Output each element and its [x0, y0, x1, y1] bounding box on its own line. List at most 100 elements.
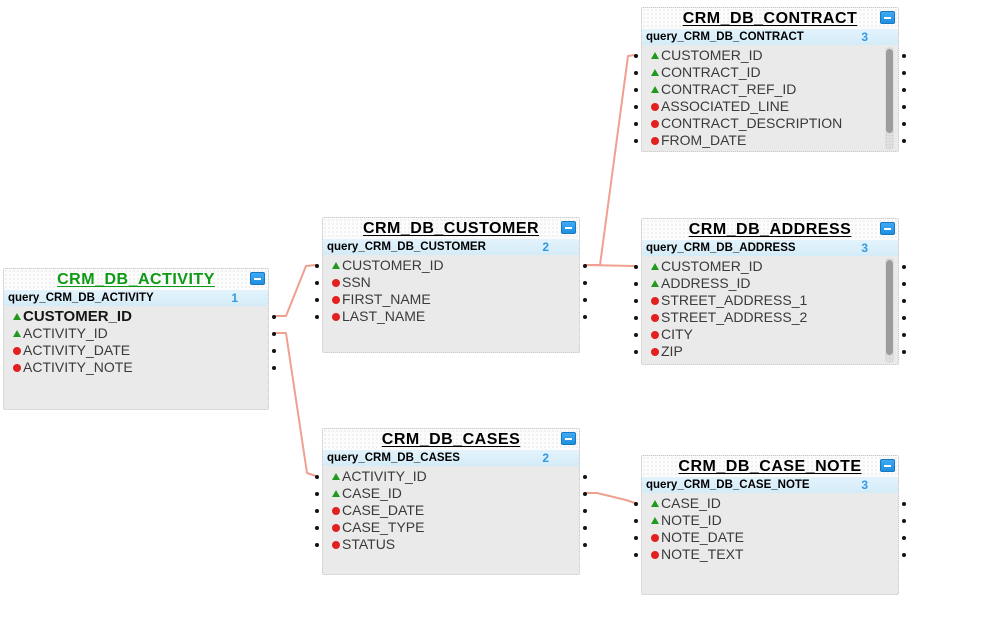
field-row[interactable]: STREET_ADDRESS_1	[634, 292, 906, 309]
connector-port-right[interactable]	[902, 121, 906, 126]
field-row[interactable]: CUSTOMER_ID	[634, 47, 906, 64]
connector-port-right[interactable]	[902, 264, 906, 269]
relationship-line[interactable]	[585, 264, 636, 267]
connector-port-left[interactable]	[315, 525, 319, 530]
connector-port-left[interactable]	[315, 297, 319, 302]
scrollbar[interactable]	[885, 47, 894, 150]
field-row[interactable]: CASE_DATE	[315, 502, 587, 519]
connector-port-left[interactable]	[315, 314, 319, 319]
connector-port-left[interactable]	[315, 263, 319, 268]
connector-port-left[interactable]	[634, 535, 638, 540]
collapse-button[interactable]	[561, 221, 576, 234]
connector-port-right[interactable]	[902, 281, 906, 286]
connector-port-right[interactable]	[583, 508, 587, 513]
connector-port-left[interactable]	[634, 138, 638, 143]
connector-port-right[interactable]	[902, 104, 906, 109]
scrollbar[interactable]	[885, 258, 894, 363]
field-row[interactable]: CASE_ID	[634, 495, 906, 512]
table-box-crm-db-contract[interactable]: CRM_DB_CONTRACT query_CRM_DB_CONTRACT 3 …	[634, 7, 906, 152]
connector-port-right[interactable]	[272, 314, 276, 319]
table-box-crm-db-activity[interactable]: CRM_DB_ACTIVITY query_CRM_DB_ACTIVITY 1 …	[3, 268, 276, 410]
field-row[interactable]: ACTIVITY_ID	[315, 468, 587, 485]
connector-port-right[interactable]	[902, 552, 906, 557]
table-box-crm-db-customer[interactable]: CRM_DB_CUSTOMER query_CRM_DB_CUSTOMER 2 …	[315, 217, 587, 353]
connector-port-right[interactable]	[902, 332, 906, 337]
connector-port-left[interactable]	[634, 264, 638, 269]
field-row[interactable]: STREET_ADDRESS_2	[634, 309, 906, 326]
table-box-crm-db-cases[interactable]: CRM_DB_CASES query_CRM_DB_CASES 2 ACTIVI…	[315, 428, 587, 575]
connector-port-left[interactable]	[634, 315, 638, 320]
relationship-line[interactable]	[274, 332, 317, 477]
field-row[interactable]: NOTE_ID	[634, 512, 906, 529]
field-row[interactable]: STATUS	[315, 536, 587, 553]
field-row[interactable]: SSN	[315, 274, 587, 291]
scrollbar-thumb[interactable]	[886, 49, 893, 133]
collapse-button[interactable]	[880, 11, 895, 24]
field-row[interactable]: CUSTOMER_ID	[4, 308, 276, 325]
scrollbar-thumb[interactable]	[886, 260, 893, 355]
connector-port-left[interactable]	[634, 121, 638, 126]
connector-port-left[interactable]	[315, 508, 319, 513]
field-row[interactable]: CONTRACT_REF_ID	[634, 81, 906, 98]
field-row[interactable]: CUSTOMER_ID	[315, 257, 587, 274]
field-row[interactable]: NOTE_DATE	[634, 529, 906, 546]
field-row[interactable]: ACTIVITY_ID	[4, 325, 276, 342]
connector-port-left[interactable]	[315, 542, 319, 547]
collapse-button[interactable]	[561, 432, 576, 445]
field-row[interactable]: CONTRACT_ID	[634, 64, 906, 81]
field-row[interactable]: CUSTOMER_ID	[634, 258, 906, 275]
field-row[interactable]: ADDRESS_ID	[634, 275, 906, 292]
connector-port-left[interactable]	[634, 104, 638, 109]
connector-port-right[interactable]	[583, 525, 587, 530]
connector-port-right[interactable]	[902, 315, 906, 320]
connector-port-right[interactable]	[583, 280, 587, 285]
relationship-line[interactable]	[274, 264, 317, 317]
connector-port-left[interactable]	[634, 281, 638, 286]
connector-port-right[interactable]	[583, 314, 587, 319]
connector-port-right[interactable]	[583, 491, 587, 496]
connector-port-right[interactable]	[902, 518, 906, 523]
field-row[interactable]: CASE_TYPE	[315, 519, 587, 536]
field-row[interactable]: NOTE_TEXT	[634, 546, 906, 563]
relationship-line[interactable]	[585, 54, 636, 266]
table-box-crm-db-address[interactable]: CRM_DB_ADDRESS query_CRM_DB_ADDRESS 3 CU…	[634, 218, 906, 365]
connector-port-left[interactable]	[634, 518, 638, 523]
connector-port-left[interactable]	[315, 280, 319, 285]
field-row[interactable]: FIRST_NAME	[315, 291, 587, 308]
connector-port-right[interactable]	[902, 298, 906, 303]
field-row[interactable]: LAST_NAME	[315, 308, 587, 325]
connector-port-left[interactable]	[634, 332, 638, 337]
collapse-button[interactable]	[250, 272, 265, 285]
connector-port-right[interactable]	[583, 263, 587, 268]
field-row[interactable]: ACTIVITY_NOTE	[4, 359, 276, 376]
field-row[interactable]: ASSOCIATED_LINE	[634, 98, 906, 115]
connector-port-left[interactable]	[634, 298, 638, 303]
connector-port-left[interactable]	[634, 349, 638, 354]
field-row[interactable]: CONTRACT_DESCRIPTION	[634, 115, 906, 132]
connector-port-left[interactable]	[634, 501, 638, 506]
connector-port-left[interactable]	[634, 87, 638, 92]
relationship-line[interactable]	[585, 492, 636, 504]
connector-port-left[interactable]	[634, 552, 638, 557]
connector-port-right[interactable]	[902, 349, 906, 354]
connector-port-right[interactable]	[583, 297, 587, 302]
field-row[interactable]: ACTIVITY_DATE	[4, 342, 276, 359]
table-box-crm-db-case-note[interactable]: CRM_DB_CASE_NOTE query_CRM_DB_CASE_NOTE …	[634, 455, 906, 595]
connector-port-right[interactable]	[272, 348, 276, 353]
connector-port-left[interactable]	[634, 53, 638, 58]
connector-port-right[interactable]	[902, 138, 906, 143]
field-row[interactable]: FROM_DATE	[634, 132, 906, 149]
field-row[interactable]: CASE_ID	[315, 485, 587, 502]
connector-port-left[interactable]	[634, 70, 638, 75]
connector-port-right[interactable]	[583, 542, 587, 547]
collapse-button[interactable]	[880, 222, 895, 235]
connector-port-right[interactable]	[272, 365, 276, 370]
connector-port-right[interactable]	[902, 53, 906, 58]
connector-port-right[interactable]	[902, 501, 906, 506]
field-row[interactable]: ZIP	[634, 343, 906, 360]
connector-port-right[interactable]	[902, 87, 906, 92]
connector-port-right[interactable]	[902, 535, 906, 540]
collapse-button[interactable]	[880, 459, 895, 472]
connector-port-right[interactable]	[902, 70, 906, 75]
connector-port-left[interactable]	[315, 474, 319, 479]
